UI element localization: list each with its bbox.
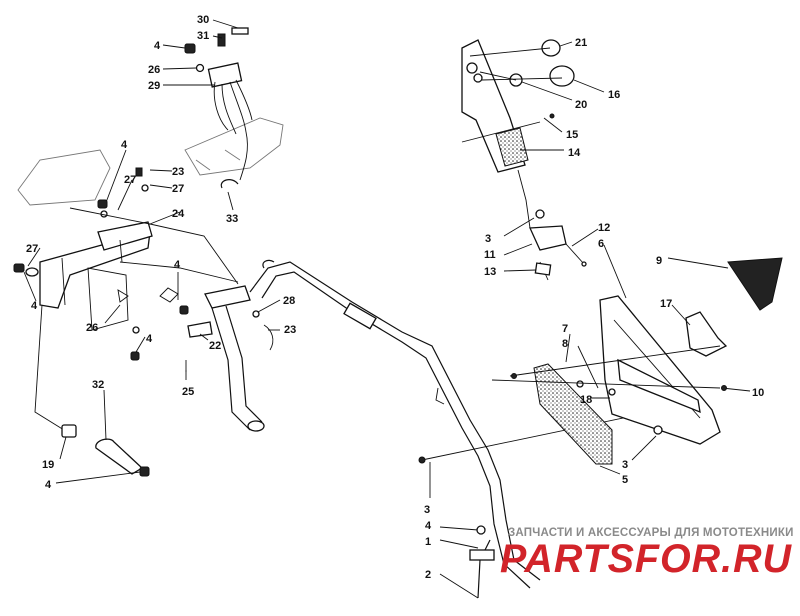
- callout-21: 21: [575, 37, 587, 49]
- callout-26: 26: [86, 322, 98, 334]
- callout-19: 19: [42, 459, 54, 471]
- callout-6: 6: [598, 238, 604, 250]
- callout-4: 4: [154, 40, 161, 52]
- callout-3: 3: [622, 459, 628, 471]
- callout-20: 20: [575, 99, 587, 111]
- watermark-brand: PARTSFOR.RU: [500, 537, 792, 581]
- callout-15: 15: [566, 129, 578, 141]
- callout-16: 16: [608, 89, 620, 101]
- callout-26: 26: [148, 64, 160, 76]
- callout-18: 18: [580, 394, 592, 406]
- callout-33: 33: [226, 213, 238, 225]
- callout-31: 31: [197, 30, 209, 42]
- main-tube-frame: [249, 259, 541, 599]
- callout-labels: 30 31 4 26 29 4 23 27 27 33 24 27 4 4 26…: [26, 14, 764, 581]
- callout-1: 1: [425, 536, 431, 548]
- callout-25: 25: [182, 386, 194, 398]
- callout-12: 12: [598, 222, 610, 234]
- callout-2: 2: [425, 569, 431, 581]
- callout-8: 8: [562, 338, 568, 350]
- callout-3: 3: [485, 233, 491, 245]
- left-bracket-assembly: [13, 167, 274, 477]
- callout-4: 4: [174, 259, 181, 271]
- callout-9: 9: [656, 255, 662, 267]
- callout-24: 24: [172, 208, 185, 220]
- leader-lines-left: [23, 247, 281, 484]
- callout-30: 30: [197, 14, 209, 26]
- callout-14: 14: [568, 147, 581, 159]
- callout-10: 10: [752, 387, 764, 399]
- runner-plates: [533, 257, 783, 465]
- watermark: ЗАПЧАСТИ И АКСЕССУАРЫ ДЛЯ МОТОТЕХНИКИ PA…: [500, 527, 794, 581]
- watermark-subtitle: ЗАПЧАСТИ И АКСЕССУАРЫ ДЛЯ МОТОТЕХНИКИ: [508, 527, 794, 539]
- callout-17: 17: [660, 298, 672, 310]
- callout-5: 5: [622, 474, 628, 486]
- callout-32: 32: [92, 379, 104, 391]
- callout-4: 4: [45, 479, 52, 491]
- callout-3: 3: [424, 504, 430, 516]
- mount-plate-assembly: [461, 39, 587, 281]
- callout-28: 28: [283, 295, 295, 307]
- callout-4: 4: [146, 333, 153, 345]
- switch-assembly: [17, 27, 284, 206]
- callout-22: 22: [209, 340, 221, 352]
- callout-7: 7: [562, 323, 568, 335]
- callout-23: 23: [172, 166, 184, 178]
- callout-27: 27: [172, 183, 184, 195]
- callout-27: 27: [124, 174, 136, 186]
- leader-lines-topleft: [104, 19, 239, 229]
- callout-11: 11: [484, 249, 496, 261]
- callout-4: 4: [425, 520, 432, 532]
- callout-27: 27: [26, 243, 38, 255]
- callout-29: 29: [148, 80, 160, 92]
- callout-13: 13: [484, 266, 496, 278]
- leader-lines-topright: [503, 41, 627, 299]
- callout-23: 23: [284, 324, 296, 336]
- callout-4: 4: [121, 139, 128, 151]
- fasteners: [418, 113, 727, 535]
- callout-4: 4: [31, 300, 38, 312]
